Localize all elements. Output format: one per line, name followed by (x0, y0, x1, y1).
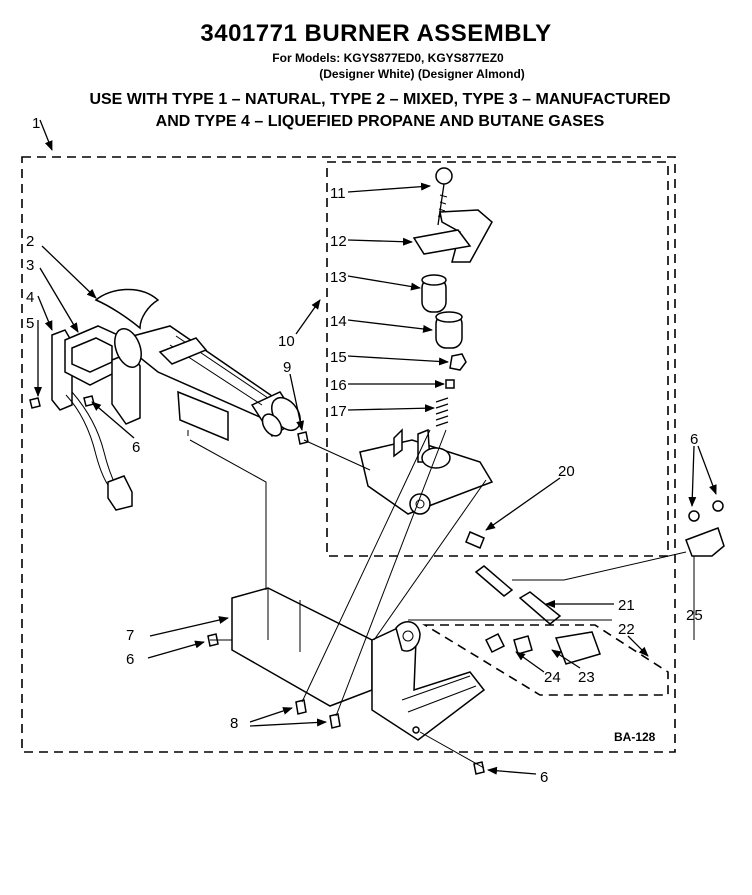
valve-subassembly-boundary (326, 161, 669, 557)
callout-6a: 6 (132, 439, 140, 456)
callout-25: 25 (686, 607, 703, 624)
mounting-bracket (231, 587, 486, 741)
callout-10: 10 (278, 333, 295, 350)
callout-1: 1 (32, 115, 40, 132)
callout-7: 7 (126, 627, 134, 644)
callout-6d: 6 (540, 769, 548, 786)
callout-13: 13 (330, 269, 347, 286)
callout-2: 2 (26, 233, 34, 250)
orifice-group-boundary (422, 624, 669, 696)
callout-3: 3 (26, 257, 34, 274)
variants-line: (Designer White) (Designer Almond) (319, 67, 525, 81)
burner-tube (94, 288, 302, 442)
callout-20: 20 (558, 463, 575, 480)
callout-6b: 6 (126, 651, 134, 668)
assembly-boundary (21, 156, 676, 753)
callout-23: 23 (578, 669, 595, 686)
callout-leaders (34, 119, 717, 775)
models-line: For Models: KGYS877ED0, KGYS877EZ0 (272, 51, 504, 65)
valve-parts (359, 167, 494, 549)
callout-11: 11 (330, 185, 346, 202)
callout-6c: 6 (690, 431, 698, 448)
orifice-parts (484, 631, 601, 665)
callout-24: 24 (544, 669, 561, 686)
callout-21: 21 (618, 597, 635, 614)
callout-9: 9 (283, 359, 291, 376)
callout-14: 14 (330, 313, 347, 330)
callout-8: 8 (230, 715, 238, 732)
usage-line-2: AND TYPE 4 – LIQUEFIED PROPANE AND BUTAN… (155, 113, 605, 130)
ignitor-bracket (51, 325, 141, 511)
diagram-code: BA-128 (614, 730, 656, 744)
callout-17: 17 (330, 403, 347, 420)
page-title: 3401771 BURNER ASSEMBLY (200, 20, 552, 47)
callout-12: 12 (330, 233, 347, 250)
callout-16: 16 (330, 377, 347, 394)
callout-15: 15 (330, 349, 347, 366)
pipe-parts (474, 500, 725, 625)
callout-4: 4 (26, 289, 34, 306)
callout-5: 5 (26, 315, 34, 332)
usage-line-1: USE WITH TYPE 1 – NATURAL, TYPE 2 – MIXE… (89, 91, 671, 108)
callout-22: 22 (618, 621, 635, 638)
